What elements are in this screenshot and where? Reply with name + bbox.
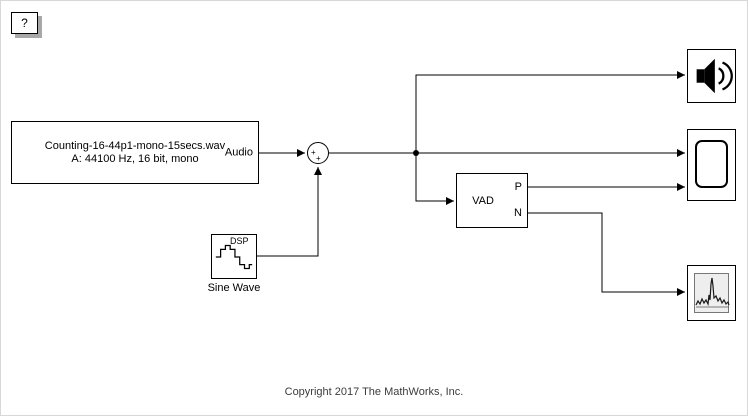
audio-out-port-label: Audio	[224, 146, 253, 158]
sum-block[interactable]: + +	[307, 142, 329, 164]
help-label: ?	[21, 16, 28, 30]
quantized-sine-icon	[215, 244, 253, 270]
sine-wave-block[interactable]: DSP	[211, 234, 257, 279]
audio-file-block[interactable]: Counting-16-44p1-mono-15secs.wav A: 4410…	[11, 121, 259, 184]
wire-vad-n-to-spectrum[interactable]	[528, 212, 685, 296]
wire-branch-to-speaker[interactable]	[415, 71, 685, 153]
wire-sine-to-sum[interactable]	[257, 167, 322, 257]
audio-device-writer-block[interactable]	[687, 49, 736, 103]
audio-file-format: A: 44100 Hz, 16 bit, mono	[71, 152, 199, 165]
sum-plus-bottom-sign: +	[316, 154, 321, 163]
vad-port-p-label: P	[514, 181, 522, 193]
sum-plus-left-sign: +	[311, 148, 316, 157]
branch-junction-dot	[413, 150, 419, 156]
spectrum-plot-icon	[694, 273, 730, 313]
scope-block[interactable]	[687, 129, 736, 201]
vad-block[interactable]: VAD P N	[456, 173, 528, 228]
help-block[interactable]: ?	[11, 12, 38, 34]
copyright-text: Copyright 2017 The MathWorks, Inc.	[284, 386, 464, 398]
scope-screen-icon	[695, 140, 728, 188]
wire-branch-to-vad[interactable]	[415, 153, 454, 205]
speaker-icon	[696, 58, 733, 94]
sine-wave-caption: Sine Wave	[207, 282, 261, 294]
vad-port-n-label: N	[514, 207, 522, 219]
dsp-tag: DSP	[230, 236, 249, 246]
audio-file-name: Counting-16-44p1-mono-15secs.wav	[44, 139, 226, 152]
spectrum-analyzer-block[interactable]	[687, 265, 736, 321]
vad-label: VAD	[472, 194, 494, 207]
